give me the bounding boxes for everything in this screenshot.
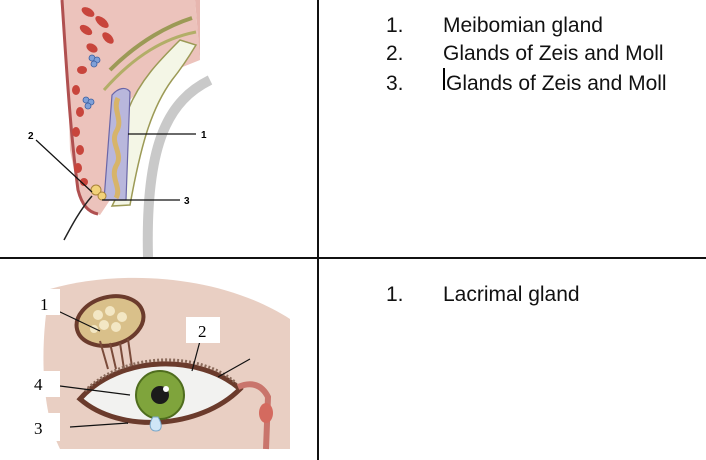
callout-label: 2 (28, 131, 34, 142)
answer-number: 1. (386, 14, 404, 37)
answer-list-1: 1. Meibomian gland 2. Glands of Zeis and… (386, 12, 667, 98)
answer-number: 3. (386, 72, 404, 95)
answer-number: 2. (386, 42, 404, 65)
callout-label: 1 (40, 295, 49, 314)
answer-item: 1. Lacrimal gland (386, 281, 580, 309)
answer-number: 1. (386, 283, 404, 306)
callout-label: 1 (201, 130, 207, 141)
answer-text: Lacrimal gland (443, 283, 580, 306)
callout-label: 3 (184, 196, 190, 207)
eyelid-cross-section-diagram: 1 2 3 (28, 0, 213, 257)
answer-list-2: 1. Lacrimal gland (386, 281, 580, 309)
answer-item[interactable]: 3. Glands of Zeis and Moll (386, 68, 667, 98)
answer-text[interactable]: Glands of Zeis and Moll (446, 72, 667, 95)
lacrimal-apparatus-illustration: 1 2 4 3 (20, 277, 290, 450)
answer-text: Meibomian gland (443, 14, 603, 37)
answer-text: Glands of Zeis and Moll (443, 42, 664, 65)
callout-label: 2 (198, 322, 207, 341)
callout-label: 3 (34, 419, 43, 438)
text-cursor (443, 68, 445, 90)
table-column-divider (317, 0, 319, 460)
callout-label: 4 (34, 375, 43, 394)
table-row-divider (0, 257, 706, 259)
answer-item: 1. Meibomian gland (386, 12, 667, 40)
answer-item: 2. Glands of Zeis and Moll (386, 40, 667, 68)
